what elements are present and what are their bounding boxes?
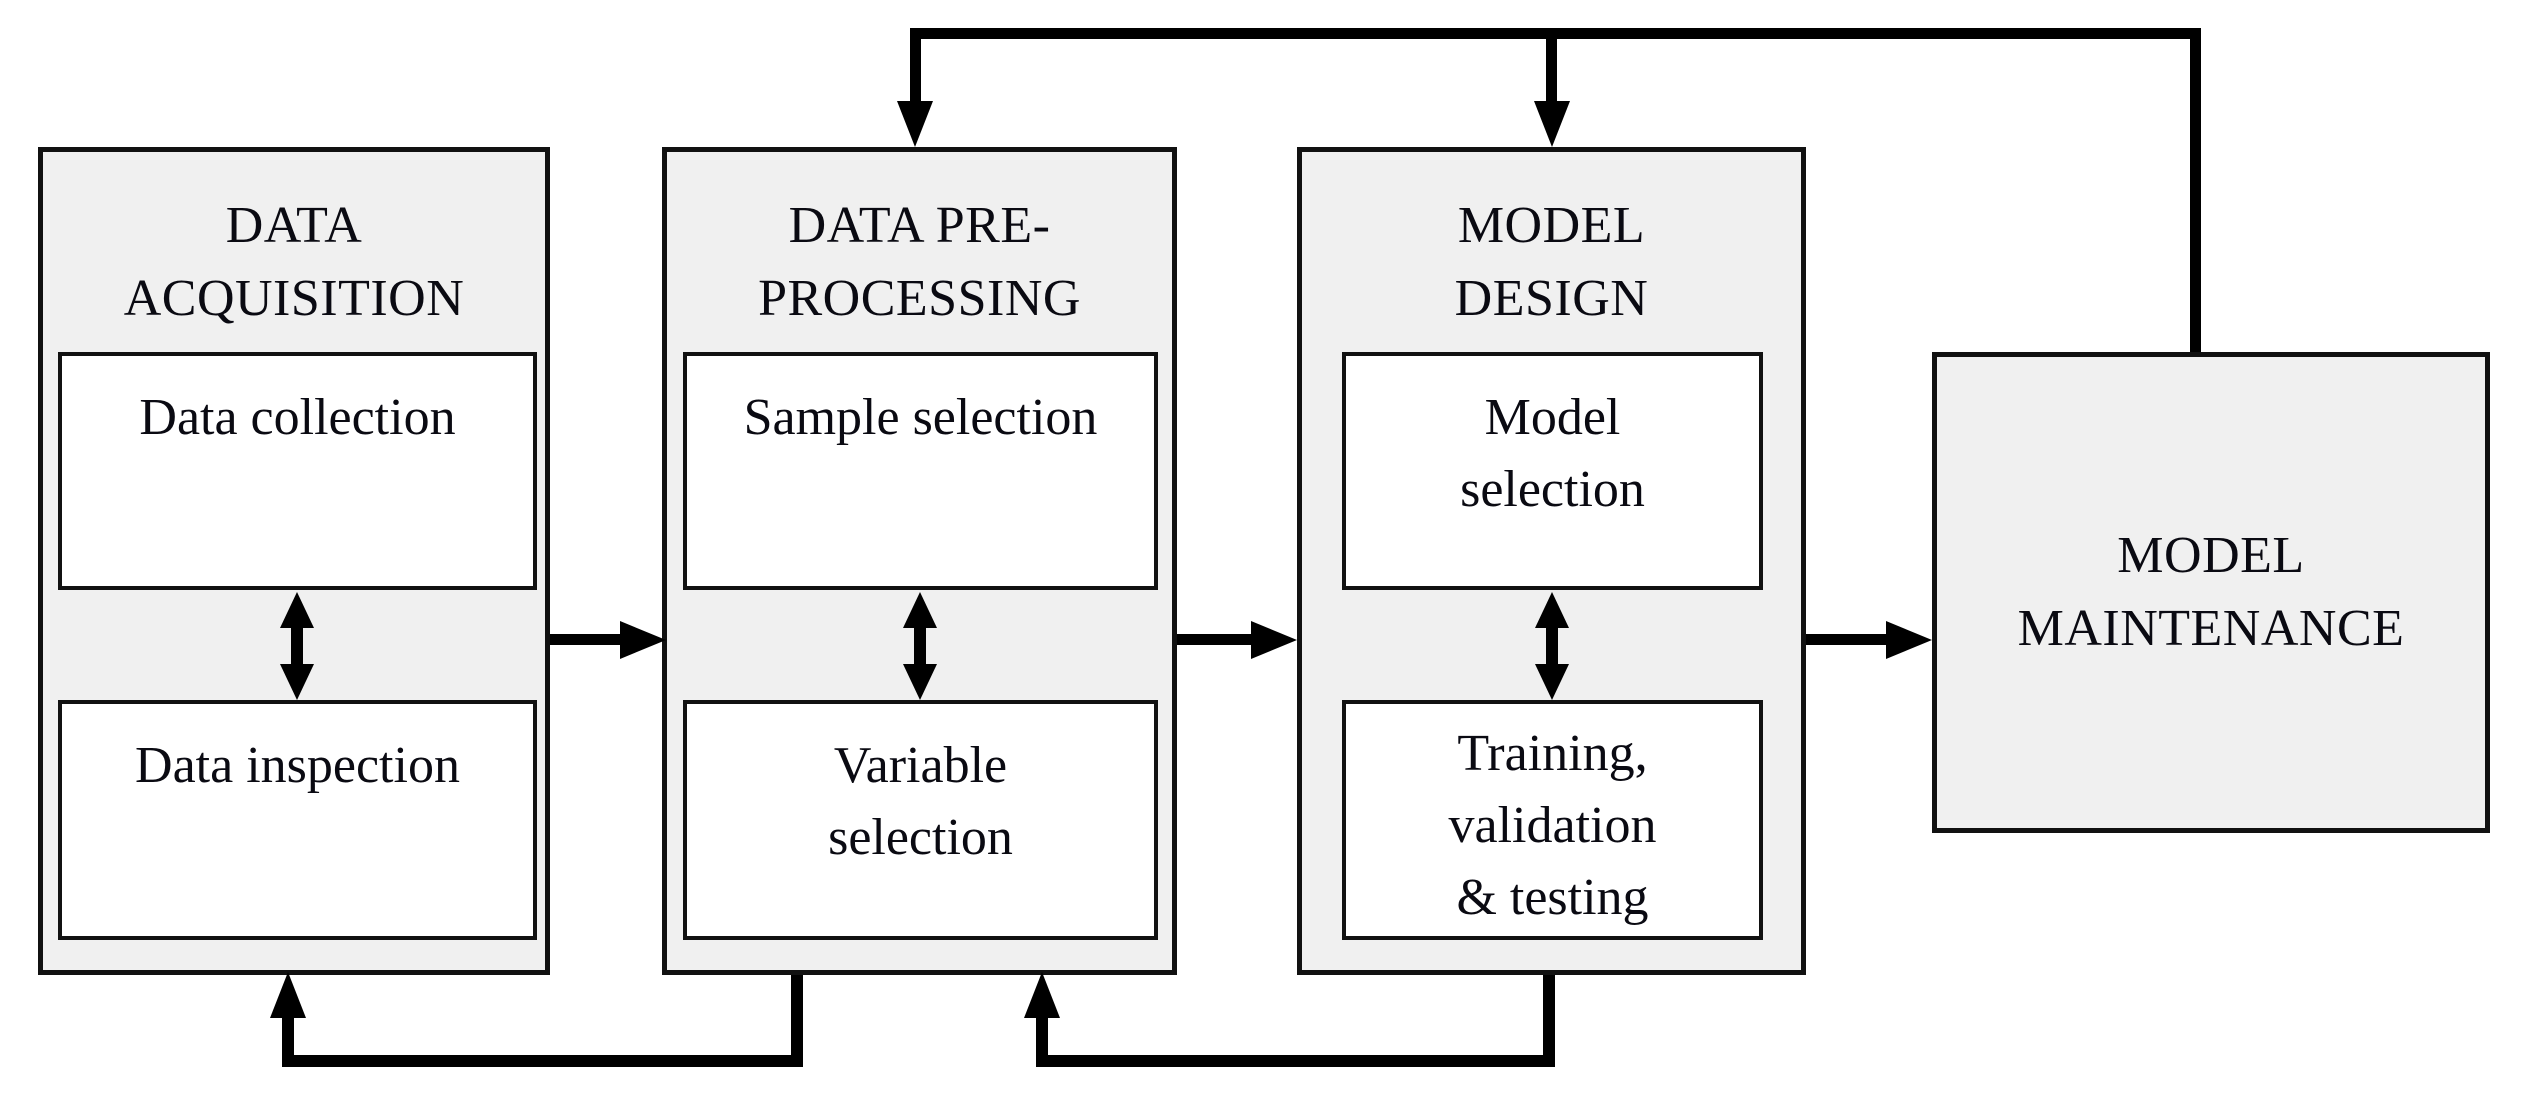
stage-title-data-pre-processing: DATA PRE- PROCESSING xyxy=(758,197,1081,327)
stage-model-design: MODEL DESIGN Model selection Training, v… xyxy=(1297,147,1806,975)
subbox-model-selection: Model selection xyxy=(1342,352,1763,590)
stage-data-pre-processing: DATA PRE- PROCESSING Sample selection Va… xyxy=(662,147,1177,975)
stage-data-acquisition: DATA ACQUISITION Data collection Data in… xyxy=(38,147,550,975)
subbox-data-collection: Data collection xyxy=(58,352,537,590)
subbox-variable-selection: Variable selection xyxy=(683,700,1158,940)
stage-title-data-acquisition: DATA ACQUISITION xyxy=(123,197,465,327)
subbox-training-validation-testing: Training, validation & testing xyxy=(1342,700,1763,940)
subbox-sample-selection: Sample selection xyxy=(683,352,1158,590)
stage-title-model-maintenance: MODEL MAINTENANCE xyxy=(2017,526,2405,657)
subbox-data-inspection: Data inspection xyxy=(58,700,537,940)
stage-title-model-design: MODEL DESIGN xyxy=(1454,197,1649,327)
stage-model-maintenance: MODEL MAINTENANCE xyxy=(1932,352,2490,833)
